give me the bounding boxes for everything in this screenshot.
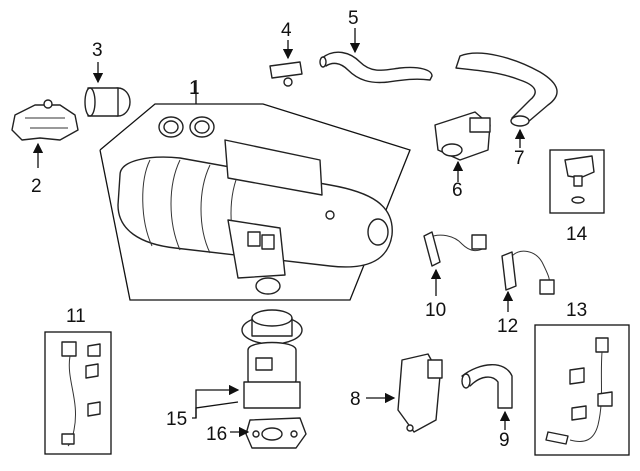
part-10-oxygen-sensor	[423, 231, 487, 296]
callout-13: 13	[566, 300, 587, 321]
callout-6: 6	[452, 180, 463, 201]
callout-5: 5	[348, 8, 359, 29]
part-14-sensor	[549, 149, 605, 214]
part-9-hose-elbow	[461, 364, 513, 430]
part-6-valve	[434, 111, 491, 182]
callout-9: 9	[499, 430, 510, 451]
callout-2: 2	[31, 176, 42, 197]
callout-1: 1	[189, 78, 200, 99]
callout-14: 14	[566, 224, 588, 245]
callout-11: 11	[66, 306, 86, 327]
callout-15: 15	[166, 409, 187, 430]
part-5-hose	[319, 28, 433, 84]
part-12-oxygen-sensor	[501, 250, 555, 312]
part-16-gasket	[245, 417, 307, 449]
callout-numbers: 1 2 3 4 5 6 7 8 9 10 11 12 13 14 15 16	[31, 8, 588, 451]
part-11-sensor-harness	[44, 331, 112, 455]
callout-15-16-leaders	[192, 384, 250, 438]
callout-16: 16	[206, 424, 227, 445]
part-1-canister-assembly	[99, 80, 411, 301]
part-8-control-valve	[366, 353, 443, 433]
part-3-solenoid	[84, 62, 131, 117]
part-13-sensor-harness	[534, 324, 630, 456]
callout-12: 12	[497, 316, 518, 337]
callout-10: 10	[425, 300, 446, 321]
callout-3: 3	[92, 40, 103, 61]
part-7-large-hose	[455, 52, 558, 148]
callout-4: 4	[281, 20, 292, 41]
part-2-bracket	[11, 99, 79, 168]
part-15-egr-valve	[241, 309, 303, 409]
callout-8: 8	[350, 389, 361, 410]
callout-7: 7	[514, 148, 525, 169]
part-4-clip	[269, 40, 303, 87]
